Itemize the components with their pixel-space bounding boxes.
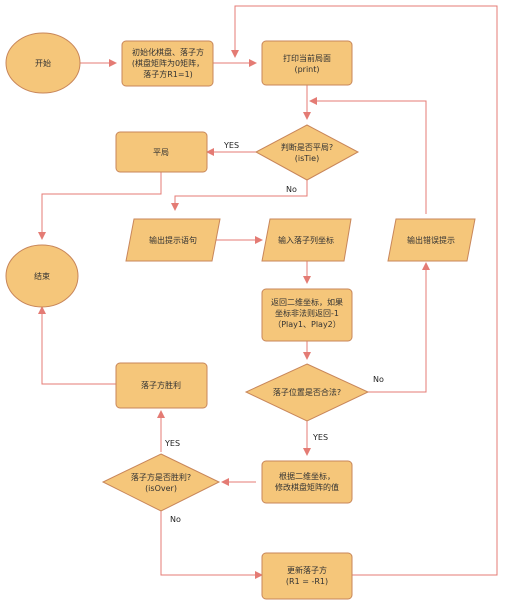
- node-is-tie-line-2: (isTie): [295, 154, 319, 163]
- node-return-coords: 返回二维坐标，如果 坐标非法则返回-1 （Play1、Play2）: [261, 288, 353, 342]
- node-init-line-2: (棋盘矩阵为0矩阵，: [132, 58, 204, 68]
- label-tie-yes: YES: [223, 141, 239, 150]
- node-winner-label: 落子方胜利: [141, 380, 181, 390]
- node-update-board-line-2: 修改棋盘矩阵的值: [275, 482, 339, 492]
- node-start-label: 开始: [35, 58, 51, 68]
- node-is-win: 落子方是否胜利? (isOver): [101, 453, 221, 512]
- node-update-board-line-1: 根据二维坐标，: [279, 471, 335, 481]
- node-switch-player: 更新落子方 (R1 = -R1): [261, 552, 353, 600]
- node-winner: 落子方胜利: [115, 362, 208, 409]
- node-input-coords-label: 输入落子列坐标: [278, 235, 334, 245]
- node-draw-label: 平局: [153, 148, 169, 157]
- node-error-output-label: 输出错误提示: [407, 235, 455, 245]
- edge-error-to-print: [309, 97, 427, 214]
- node-is-valid-label: 落子位置是否合法?: [273, 387, 341, 397]
- node-is-valid: 落子位置是否合法?: [244, 363, 370, 422]
- node-end-label: 结束: [34, 271, 50, 281]
- node-print-line-1: 打印当前局面: [283, 53, 331, 63]
- edge-switch-to-print: [231, 5, 498, 576]
- label-tie-no: No: [286, 185, 297, 194]
- node-prompt-output: 输出提示语句: [125, 218, 221, 262]
- label-win-no: No: [170, 515, 181, 524]
- edge-isvalid-to-error: [368, 262, 430, 393]
- node-print: 打印当前局面 (print): [261, 40, 353, 86]
- edge-draw-to-end: [38, 172, 162, 240]
- node-init-line-1: 初始化棋盘、落子方: [132, 47, 204, 57]
- label-valid-no: No: [373, 375, 384, 384]
- node-switch-player-line-1: 更新落子方: [287, 565, 327, 575]
- node-is-tie-line-1: 判断是否平局?: [281, 142, 333, 152]
- node-print-line-2: (print): [294, 65, 319, 74]
- node-prompt-output-label: 输出提示语句: [149, 235, 197, 245]
- edge-iswin-to-switch: [160, 511, 263, 579]
- node-return-coords-line-3: （Play1、Play2）: [273, 320, 341, 329]
- node-init-line-3: 落子方R1=1): [143, 69, 193, 79]
- node-input-coords: 输入落子列坐标: [261, 218, 352, 262]
- node-update-board: 根据二维坐标， 修改棋盘矩阵的值: [261, 460, 353, 504]
- node-switch-player-line-2: (R1 = -R1): [286, 577, 328, 586]
- node-draw: 平局: [115, 131, 208, 173]
- edge-labels: YES No No YES YES No: [164, 141, 384, 524]
- node-init: 初始化棋盘、落子方 (棋盘矩阵为0矩阵， 落子方R1=1): [121, 40, 214, 87]
- label-win-yes: YES: [164, 439, 180, 448]
- edge-istie-to-prompt: [171, 180, 308, 211]
- node-is-win-line-1: 落子方是否胜利?: [131, 472, 191, 482]
- node-return-coords-line-2: 坐标非法则返回-1: [275, 308, 339, 318]
- node-start: 开始: [5, 32, 81, 94]
- node-is-tie: 判断是否平局? (isTie): [254, 124, 360, 181]
- node-return-coords-line-1: 返回二维坐标，如果: [271, 297, 343, 307]
- node-is-win-line-2: (isOver): [145, 484, 177, 493]
- node-end: 结束: [5, 244, 79, 308]
- edge-winner-to-end: [38, 306, 116, 385]
- node-error-output: 输出错误提示: [387, 218, 476, 262]
- edges: [38, 5, 498, 579]
- label-valid-yes: YES: [312, 433, 328, 442]
